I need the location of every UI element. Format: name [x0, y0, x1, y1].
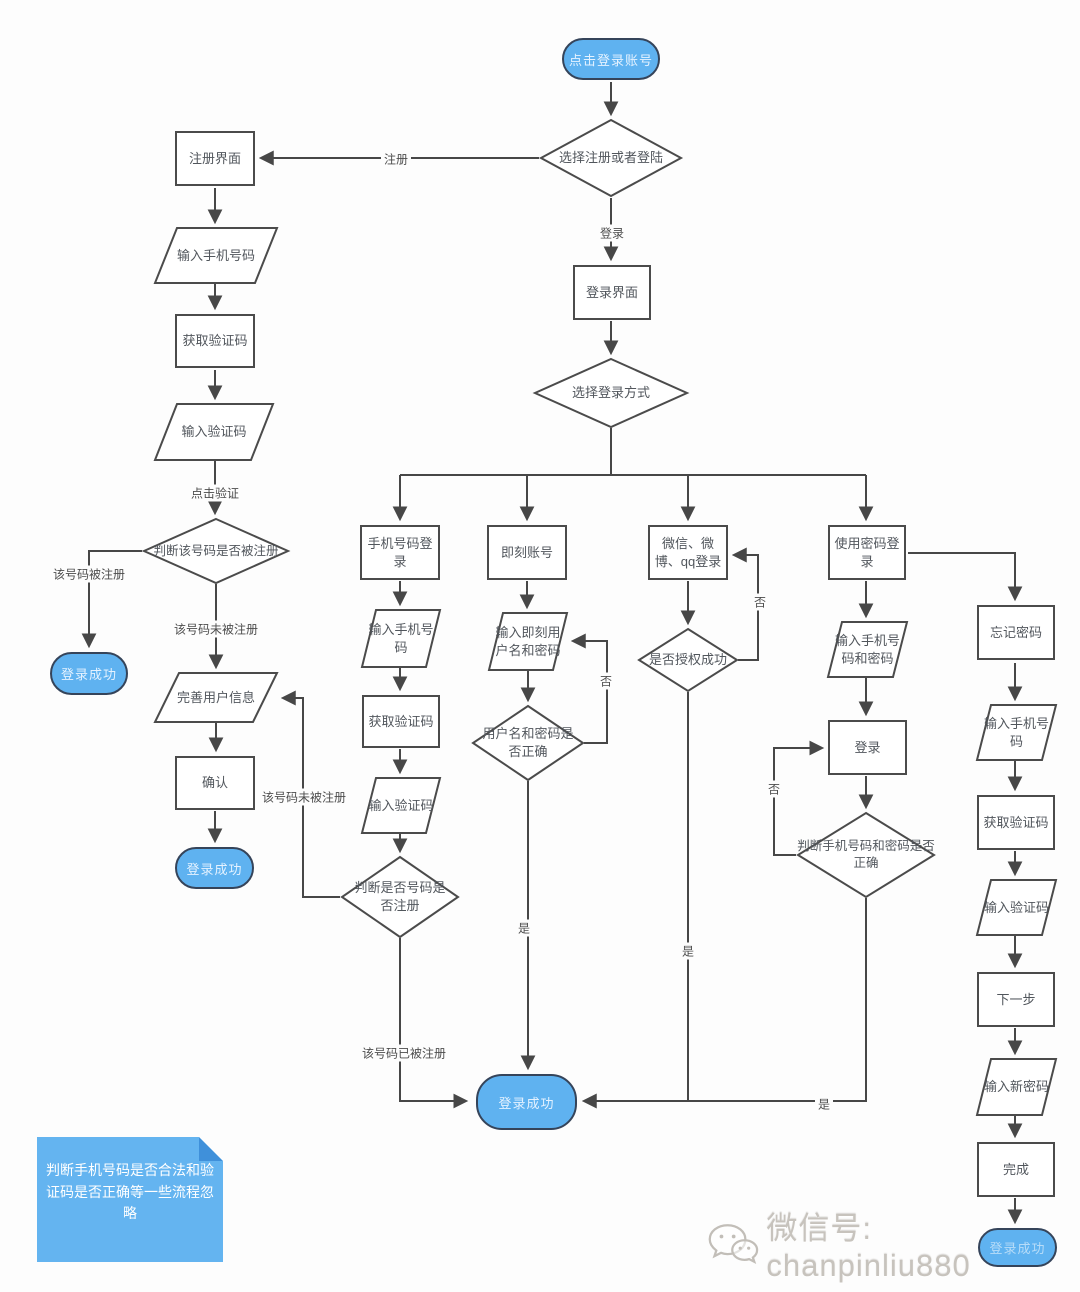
edge-label-no-jike: 否: [596, 672, 616, 690]
decision-choose-method-label: 选择登录方式: [571, 385, 650, 401]
node-get-code-reg: 获取验证码: [175, 314, 255, 368]
io-enter-jike-cred-shape: [487, 612, 569, 671]
watermark: 微信号: chanpinliu880: [706, 1211, 1066, 1283]
terminator-login-success-final: 登录成功: [978, 1228, 1057, 1267]
decision-check-registered-label: 判断该号码是否被注册: [153, 543, 279, 558]
node-password-login: 使用密码登录: [828, 525, 906, 580]
decision-check-auth-label: 是否授权成功: [648, 652, 727, 668]
node-done: 完成: [977, 1142, 1055, 1197]
io-enter-phone-pwd-label: 输入手机号码和密码: [834, 632, 900, 666]
wechat-icon: [708, 1224, 759, 1264]
io-enter-code-1-shape: [360, 777, 442, 834]
node-phone-login: 手机号码登录: [360, 525, 440, 580]
node-login-ui: 登录界面: [573, 265, 651, 320]
node-social-login: 微信、微博、qq登录: [648, 525, 728, 580]
terminator-start: 点击登录账号: [562, 38, 660, 80]
sticky-note-text: 判断手机号码是否合法和验证码是否正确等一些流程忽略: [46, 1161, 214, 1222]
edge-label-yes-jike: 是: [514, 919, 534, 937]
decision-check-auth-shape: [637, 627, 739, 693]
node-forgot-pwd: 忘记密码: [977, 605, 1055, 660]
node-next-step: 下一步: [977, 972, 1055, 1027]
io-enter-jike-cred-label: 输入即刻用户名和密码: [495, 624, 561, 658]
io-enter-phone-1-label: 输入手机号码: [368, 621, 434, 655]
edge-label-no-pwd: 否: [764, 780, 784, 798]
decision-choose-reg-login-shape: [538, 118, 684, 198]
decision-check-phone-pwd-shape: [796, 811, 936, 899]
edge-label-register: 注册: [380, 150, 412, 168]
io-enter-phone-reg-label: 输入手机号码: [176, 247, 255, 263]
edge-label-num-registered: 该号码被注册: [49, 565, 129, 583]
io-complete-info-shape: [153, 672, 279, 723]
decision-check-phone-reg-shape: [340, 855, 460, 939]
io-enter-new-pwd-shape: [975, 1058, 1058, 1116]
terminator-login-success-a: 登录成功: [50, 652, 128, 695]
edge-check-success-a: [81, 550, 142, 649]
io-enter-code-f-shape: [975, 879, 1058, 936]
node-login-btn: 登录: [828, 720, 907, 775]
edge-label-no-social: 否: [750, 593, 770, 611]
note-folded-corner: [199, 1137, 223, 1161]
io-enter-code-reg-label: 输入验证码: [181, 424, 247, 440]
terminator-login-success-center: 登录成功: [476, 1074, 577, 1130]
edge-checkcred-loop: [570, 633, 608, 744]
io-enter-phone-reg-shape: [153, 227, 279, 284]
io-enter-code-reg-shape: [153, 403, 275, 461]
sticky-note: 判断手机号码是否合法和验证码是否正确等一些流程忽略: [37, 1137, 223, 1262]
edge-label-click-verify: 点击验证: [187, 484, 243, 502]
edge-label-num-not-registered-loop: 该号码未被注册: [258, 788, 350, 806]
io-enter-phone-f-shape: [975, 704, 1058, 761]
io-enter-phone-pwd-shape: [826, 621, 909, 678]
edge-checkpwd-success: [581, 898, 867, 1109]
edge-checkpwd-loop: [773, 740, 825, 856]
edge-checkphone-success: [399, 938, 469, 1109]
node-confirm: 确认: [175, 756, 255, 810]
io-enter-phone-1-shape: [360, 609, 442, 668]
decision-check-phone-reg-label: 判断是否号码是否注册: [354, 880, 446, 913]
io-complete-info-label: 完善用户信息: [176, 689, 255, 705]
decision-choose-reg-login-label: 选择注册或者登陆: [558, 150, 663, 166]
edge-password-forgot: [908, 552, 1023, 602]
node-jike-account: 即刻账号: [487, 525, 567, 580]
terminator-login-success-b: 登录成功: [175, 847, 254, 889]
io-enter-new-pwd-label: 输入新密码: [983, 1079, 1049, 1095]
decision-check-cred-label: 用户名和密码是否正确: [482, 726, 574, 759]
decision-choose-method-shape: [532, 357, 690, 429]
io-enter-code-1-label: 输入验证码: [368, 797, 434, 813]
io-enter-code-f-label: 输入验证码: [983, 899, 1049, 915]
node-register-ui: 注册界面: [175, 131, 255, 186]
edge-label-yes-pwd: 是: [814, 1095, 834, 1113]
edge-label-yes-social: 是: [678, 942, 698, 960]
io-enter-phone-f-label: 输入手机号码: [983, 715, 1049, 749]
edge-label-login: 登录: [596, 224, 628, 242]
edge-label-num-already-registered: 该号码已被注册: [358, 1044, 450, 1062]
node-get-code-f: 获取验证码: [977, 795, 1055, 850]
decision-check-phone-pwd-label: 判断手机号码和密码是否正确: [797, 839, 935, 870]
node-get-code-1: 获取验证码: [362, 695, 440, 748]
decision-check-cred-shape: [471, 704, 585, 782]
edge-label-num-not-registered: 该号码未被注册: [170, 620, 262, 638]
decision-check-registered-shape: [141, 517, 291, 585]
watermark-text: 微信号: chanpinliu880: [766, 1210, 971, 1283]
